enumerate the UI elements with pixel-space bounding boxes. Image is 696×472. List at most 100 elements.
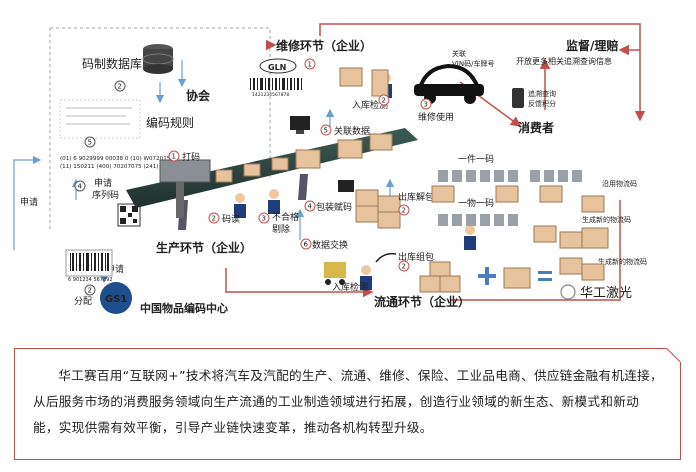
svg-text:3: 3 (424, 101, 428, 109)
outbound-label-1: 出库解包 (398, 191, 434, 203)
maintenance-label: 维修环节（企业） (276, 38, 372, 53)
new-code-label-1: 生成新的物流码 (582, 215, 631, 224)
svg-text:2: 2 (118, 83, 122, 91)
outbound-label-2: 出库组包 (398, 251, 434, 263)
step-marker: 4 (74, 180, 86, 192)
supervision-label: 监督/理赔 (566, 38, 618, 53)
flow-line-left-blue (13, 155, 42, 250)
code-db-label: 码制数据库 (82, 56, 142, 71)
curve-arrow (375, 252, 397, 263)
read-label: 码读 (222, 213, 240, 225)
apply-label-1: 申请 (20, 196, 38, 208)
svg-text:4: 4 (308, 203, 313, 211)
code-rule-document (59, 99, 141, 139)
computer-icon (290, 116, 354, 192)
svg-text:5: 5 (324, 127, 328, 135)
reject-label-1: 不合格 (272, 211, 299, 223)
code-line-2: (11) 150211 (400) 70207075 (241) 0580012 (60, 164, 185, 170)
gs1-center-label: 中国物品编码中心 (140, 301, 228, 315)
supply-chain-diagram: 码制数据库 编码规则 协会 (01) 6 9029999 00038 0 (10… (13, 23, 647, 315)
warehouse-in-label-2: 入库检测 (332, 281, 368, 293)
code-line-1: (01) 6 9029999 00038 0 (10) W07201501 (60, 156, 178, 162)
caption-box: 华工赛百用“互联网+”技术将汽车及汽配的生产、流通、维修、保险、工业品电商、供应… (14, 348, 681, 460)
step-marker: 1 (168, 150, 180, 162)
apply-label-2: 申请 (94, 177, 112, 189)
caption-corner-decoration (667, 348, 681, 362)
ean-digits: 6 901234 567892 (68, 277, 113, 283)
svg-text:5: 5 (88, 139, 92, 147)
recycle-code-label: 沿用物流码 (602, 179, 637, 188)
gln-badge-text: GLN (268, 63, 286, 72)
item-grid-top (438, 170, 582, 182)
gln-badge: GLN (259, 58, 297, 74)
query-label-2: 反馈积分 (528, 99, 556, 108)
pallet-right (419, 257, 605, 293)
gs1-logo: GS1 (100, 282, 132, 314)
data-exchange-label: 数据交换 (312, 239, 348, 251)
flow-line-maintenance-supervision (319, 23, 646, 122)
svg-text:3: 3 (262, 215, 266, 223)
package-code-label: 包装赋码 (316, 201, 352, 213)
flow-line-circulation-right (450, 200, 621, 301)
forklift-icon (324, 262, 346, 285)
equals-icon (538, 271, 552, 281)
svg-text:6: 6 (304, 241, 309, 249)
step-marker: 3 (258, 212, 270, 224)
step-marker: 2 (114, 80, 126, 92)
one-code-b-label: 一物一码 (458, 197, 494, 209)
print-label: 打码 (182, 151, 200, 163)
belt-boxes (215, 133, 393, 183)
qr-code-icon (117, 203, 141, 227)
gln-barcode (250, 78, 302, 90)
repair-use-label: 维修使用 (418, 111, 454, 123)
step-markers: 2 5 4 2 1 2 3 4 5 6 1 2 3 2 2 (74, 58, 432, 296)
svg-text:2: 2 (382, 97, 386, 105)
dashed-region (49, 27, 271, 230)
svg-text:2: 2 (402, 207, 406, 215)
flow-line-bottom-red (225, 268, 374, 298)
watermark-text: 华工激光 (580, 286, 632, 301)
svg-text:2: 2 (88, 287, 92, 295)
step-marker: 3 (420, 98, 432, 110)
association-label: 协会 (186, 88, 211, 103)
step-marker: 2 (398, 260, 410, 272)
item-grid-mid (438, 214, 518, 226)
vin-label-2: VIN码/车牌号 (452, 59, 494, 68)
caption-text: 华工赛百用“互联网+”技术将汽车及汽配的生产、流通、维修、保险、工业品电商、供应… (33, 368, 663, 435)
step-marker: 2 (208, 212, 220, 224)
step-marker: 5 (84, 136, 96, 148)
svg-text:1: 1 (308, 61, 312, 69)
step-marker: 2 (378, 94, 390, 106)
supervision-desc: 开放更多相关追溯查询信息 (516, 56, 612, 66)
phone-icon (512, 88, 524, 108)
svg-text:2: 2 (402, 263, 406, 271)
step-marker: 2 (84, 284, 96, 296)
step-marker: 2 (398, 204, 410, 216)
conveyor-legs-2 (298, 174, 308, 200)
svg-text:1: 1 (172, 153, 176, 161)
associate-data-label: 关联数据 (334, 125, 370, 137)
car-icon (414, 63, 484, 104)
gs1-logo-text: GS1 (105, 294, 127, 305)
printer-arch-icon (159, 159, 211, 218)
ean-barcode (65, 249, 113, 277)
svg-text:4: 4 (78, 183, 83, 191)
production-label: 生产环节（企业） (156, 240, 252, 255)
step-marker: 1 (304, 58, 316, 70)
circulation-label: 流通环节（企业） (374, 294, 470, 309)
one-code-a-label: 一件一码 (458, 153, 494, 165)
database-icon (142, 44, 174, 74)
serial-label: 序列码 (92, 189, 119, 201)
reject-label-2: 剔除 (272, 223, 290, 235)
vin-label-1: 关联 (452, 49, 466, 58)
coding-rules-label: 编码规则 (146, 115, 194, 130)
svg-text:2: 2 (212, 215, 216, 223)
pallet-boxes (355, 189, 401, 229)
watermark-logo (560, 284, 576, 300)
plus-icon (478, 267, 496, 285)
step-marker: 5 (320, 124, 332, 136)
step-marker: 4 (304, 200, 316, 212)
new-code-label-2: 生成新的物流码 (598, 257, 647, 266)
assign-label: 分配 (74, 296, 92, 307)
maintenance-boxes (339, 67, 389, 97)
